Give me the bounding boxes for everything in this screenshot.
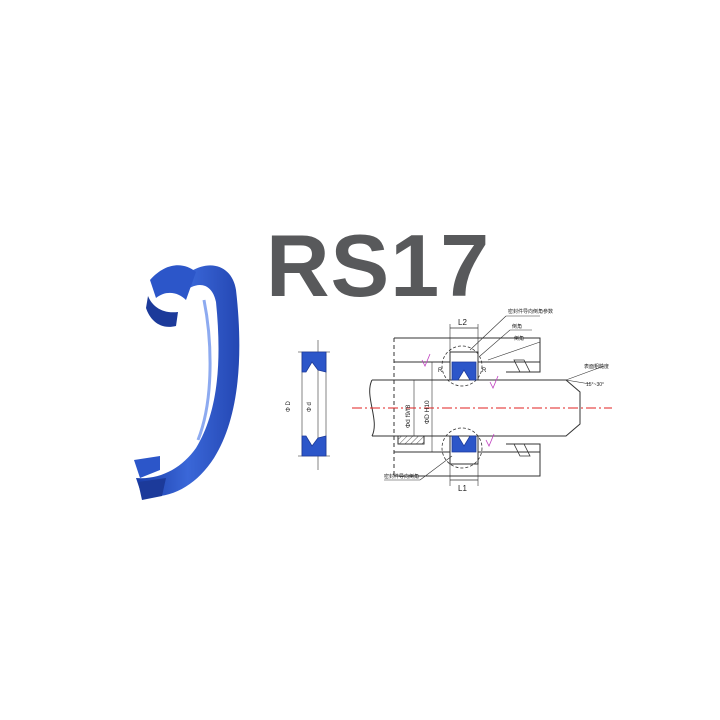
callout-top-2: 倒角 — [512, 323, 522, 330]
shaft-fit-label: Φd f9/f8 — [405, 404, 412, 428]
seal-cross-section — [298, 340, 330, 470]
radius-label-right: R — [482, 368, 487, 374]
callout-top-3: 倒角 — [514, 335, 524, 342]
angle-label: 15°~30° — [586, 382, 604, 388]
callout-bottom: 密封件导向倒角 — [384, 473, 419, 480]
outer-diameter-label: Φ D — [286, 401, 292, 412]
bore-fit-label: ΦD H10 — [424, 400, 431, 424]
installed-seal-bottom — [451, 435, 477, 453]
product-model-title: RS17 — [266, 216, 491, 315]
installation-drawing — [369, 315, 605, 486]
dim-l2-label: L2 — [458, 318, 467, 327]
inner-diameter-label: Φ d — [307, 402, 313, 412]
installed-seal-top — [451, 361, 477, 381]
radius-label-left: R — [438, 368, 443, 374]
callout-top-1: 密封件导向倒角参数 — [508, 308, 553, 315]
dim-l1-label: L1 — [458, 484, 467, 493]
callout-right: 表面粗糙度 — [584, 363, 609, 370]
seal-ring-render — [134, 265, 240, 500]
roughness-markers — [421, 353, 499, 447]
